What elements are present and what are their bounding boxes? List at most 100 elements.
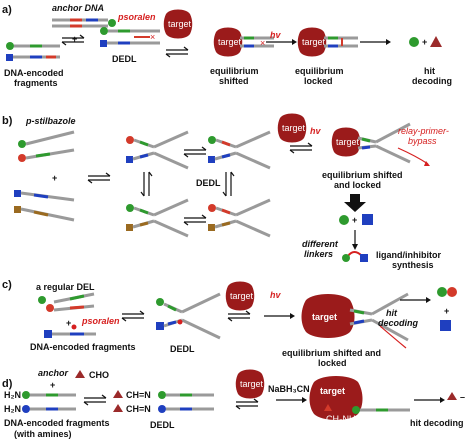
svg-text:target: target bbox=[320, 386, 345, 396]
eq-locked-label-a: equilibrium bbox=[295, 66, 344, 76]
relay-label: relay-primer- bbox=[398, 126, 449, 136]
hit-product-d: – bbox=[447, 392, 465, 402]
anchor-ligand-icon bbox=[108, 19, 116, 27]
dedl-complex-b1 bbox=[126, 130, 189, 170]
panel-a: a) anchor DNA psoralen + DNA-encoded fra… bbox=[2, 3, 452, 88]
hv-a: hv bbox=[270, 30, 281, 40]
svg-text:+: + bbox=[444, 306, 449, 316]
hit-decoding-c-2: decoding bbox=[378, 318, 419, 328]
bound-complex-a: target × bbox=[213, 27, 274, 57]
equilibrium-arrow-c2 bbox=[227, 310, 251, 322]
svg-text:target: target bbox=[312, 312, 337, 322]
dedl-label-c: DEDL bbox=[170, 344, 195, 354]
svg-text:CH=N: CH=N bbox=[126, 390, 151, 400]
diff-linkers-label: different bbox=[302, 239, 339, 249]
anchor-label-d: anchor bbox=[38, 368, 69, 378]
plus-b: + bbox=[52, 173, 57, 183]
product-ligands-b: + bbox=[339, 214, 373, 225]
svg-text:target: target bbox=[240, 379, 264, 389]
dedl-complex-b4 bbox=[208, 198, 271, 238]
hit-decoding-label-d: hit decoding bbox=[410, 418, 464, 428]
panel-b-letter: b) bbox=[2, 115, 13, 127]
target-icon-b: target bbox=[277, 113, 307, 143]
fragments-label-c: DNA-encoded fragments bbox=[30, 342, 136, 352]
eq-shifted-label-a-2: shifted bbox=[219, 76, 249, 86]
equilibrium-arrow-d2 bbox=[235, 398, 259, 410]
equilibrium-arrow-d bbox=[83, 394, 107, 406]
linked-ligand-b bbox=[342, 251, 368, 262]
regular-del-strands bbox=[38, 292, 95, 312]
fragments-label-a-2: fragments bbox=[14, 78, 58, 88]
fragment-strands-b-top bbox=[18, 130, 75, 162]
light-arrow-c bbox=[263, 312, 296, 320]
dedl-label-b: DEDL bbox=[196, 178, 221, 188]
target-icon-d: target bbox=[235, 369, 265, 399]
hit-decoding-c: hit bbox=[386, 308, 398, 318]
panel-d-letter: d) bbox=[2, 378, 13, 390]
eq-locked-label-a-2: locked bbox=[304, 76, 333, 86]
fragment-strand-c bbox=[44, 324, 96, 338]
svg-text:CH=N: CH=N bbox=[126, 404, 151, 414]
anchor-dna-label: anchor DNA bbox=[52, 3, 104, 13]
plus-a: + bbox=[72, 34, 77, 44]
hit-label-a-2: decoding bbox=[412, 76, 452, 86]
equilibrium-arrow-b2 bbox=[183, 146, 207, 158]
target-icon-c: target bbox=[225, 281, 255, 311]
dedl-c bbox=[156, 292, 221, 340]
eq-label-c: equilibrium shifted and bbox=[282, 348, 381, 358]
locked-complex-a: target bbox=[297, 27, 358, 57]
fragments-label-d: DNA-encoded fragments bbox=[4, 418, 110, 428]
relay-label-2: bypass bbox=[408, 136, 437, 146]
target-icon-a: target bbox=[163, 9, 193, 39]
panel-c-letter: c) bbox=[2, 279, 12, 291]
eq-label-b: equilibrium shifted bbox=[322, 170, 403, 180]
svg-text:target: target bbox=[302, 37, 326, 47]
svg-text:×: × bbox=[150, 32, 155, 42]
dedl-complex-b3 bbox=[126, 198, 189, 238]
locked-complex-c: target bbox=[301, 292, 409, 349]
reduction-arrow-d bbox=[275, 396, 308, 404]
hit-products-c: + bbox=[437, 287, 457, 331]
hv-b: hv bbox=[310, 126, 321, 136]
down-arrow-b bbox=[344, 194, 366, 212]
eq-label-c-2: locked bbox=[318, 358, 347, 368]
amine-strands-d: H₂N H₂N bbox=[4, 390, 76, 414]
panel-c: c) a regular DEL + psoralen DNA-encoded … bbox=[2, 279, 457, 368]
decode-arrow-d bbox=[413, 396, 446, 404]
dedl-label-a: DEDL bbox=[112, 54, 137, 64]
plus-c: + bbox=[66, 318, 71, 328]
equilibrium-arrow-b bbox=[87, 172, 111, 184]
dedl-a: × bbox=[100, 27, 160, 47]
hit-label-a: hit bbox=[424, 66, 435, 76]
eq-shifted-label-a: equilibrium bbox=[210, 66, 259, 76]
diff-linkers-label-2: linkers bbox=[304, 249, 333, 259]
psoralen-label-c: psoralen bbox=[81, 316, 120, 326]
bound-complex-b: target bbox=[331, 122, 430, 166]
svg-text:+: + bbox=[352, 215, 357, 225]
ligand-label-2: synthesis bbox=[392, 260, 434, 270]
svg-text:target: target bbox=[218, 37, 242, 47]
cho-label: CHO bbox=[89, 370, 109, 380]
panel-d: d) anchor CHO + H₂N H₂N DNA-encoded frag… bbox=[2, 368, 465, 439]
reagent-label: NaBH₃CN bbox=[268, 384, 310, 394]
equilibrium-arrow-b4 bbox=[289, 142, 313, 154]
svg-text:H₂N: H₂N bbox=[4, 390, 21, 400]
equilibrium-arrow-b3 bbox=[183, 214, 207, 226]
vertical-eq-arrows-b bbox=[140, 171, 235, 197]
psoralen-label-a: psoralen bbox=[117, 12, 156, 22]
svg-text:target: target bbox=[336, 137, 360, 147]
dedl-complex-b2 bbox=[208, 130, 271, 170]
stilbazole-label: p-stilbazole bbox=[25, 116, 76, 126]
svg-text:target: target bbox=[168, 19, 192, 29]
fragment-strands-a bbox=[6, 42, 60, 61]
hv-c: hv bbox=[270, 290, 281, 300]
equilibrium-arrow-c bbox=[121, 310, 145, 322]
decode-arrow-a bbox=[359, 38, 392, 46]
hit-products-a: + bbox=[409, 36, 442, 47]
panel-b: b) p-stilbazole + bbox=[2, 113, 449, 270]
svg-text:×: × bbox=[260, 38, 265, 48]
bound-complex-d: target CH₂NH bbox=[309, 376, 410, 424]
ligand-label: ligand/inhibitor bbox=[376, 250, 441, 260]
svg-text:–: – bbox=[460, 392, 465, 402]
